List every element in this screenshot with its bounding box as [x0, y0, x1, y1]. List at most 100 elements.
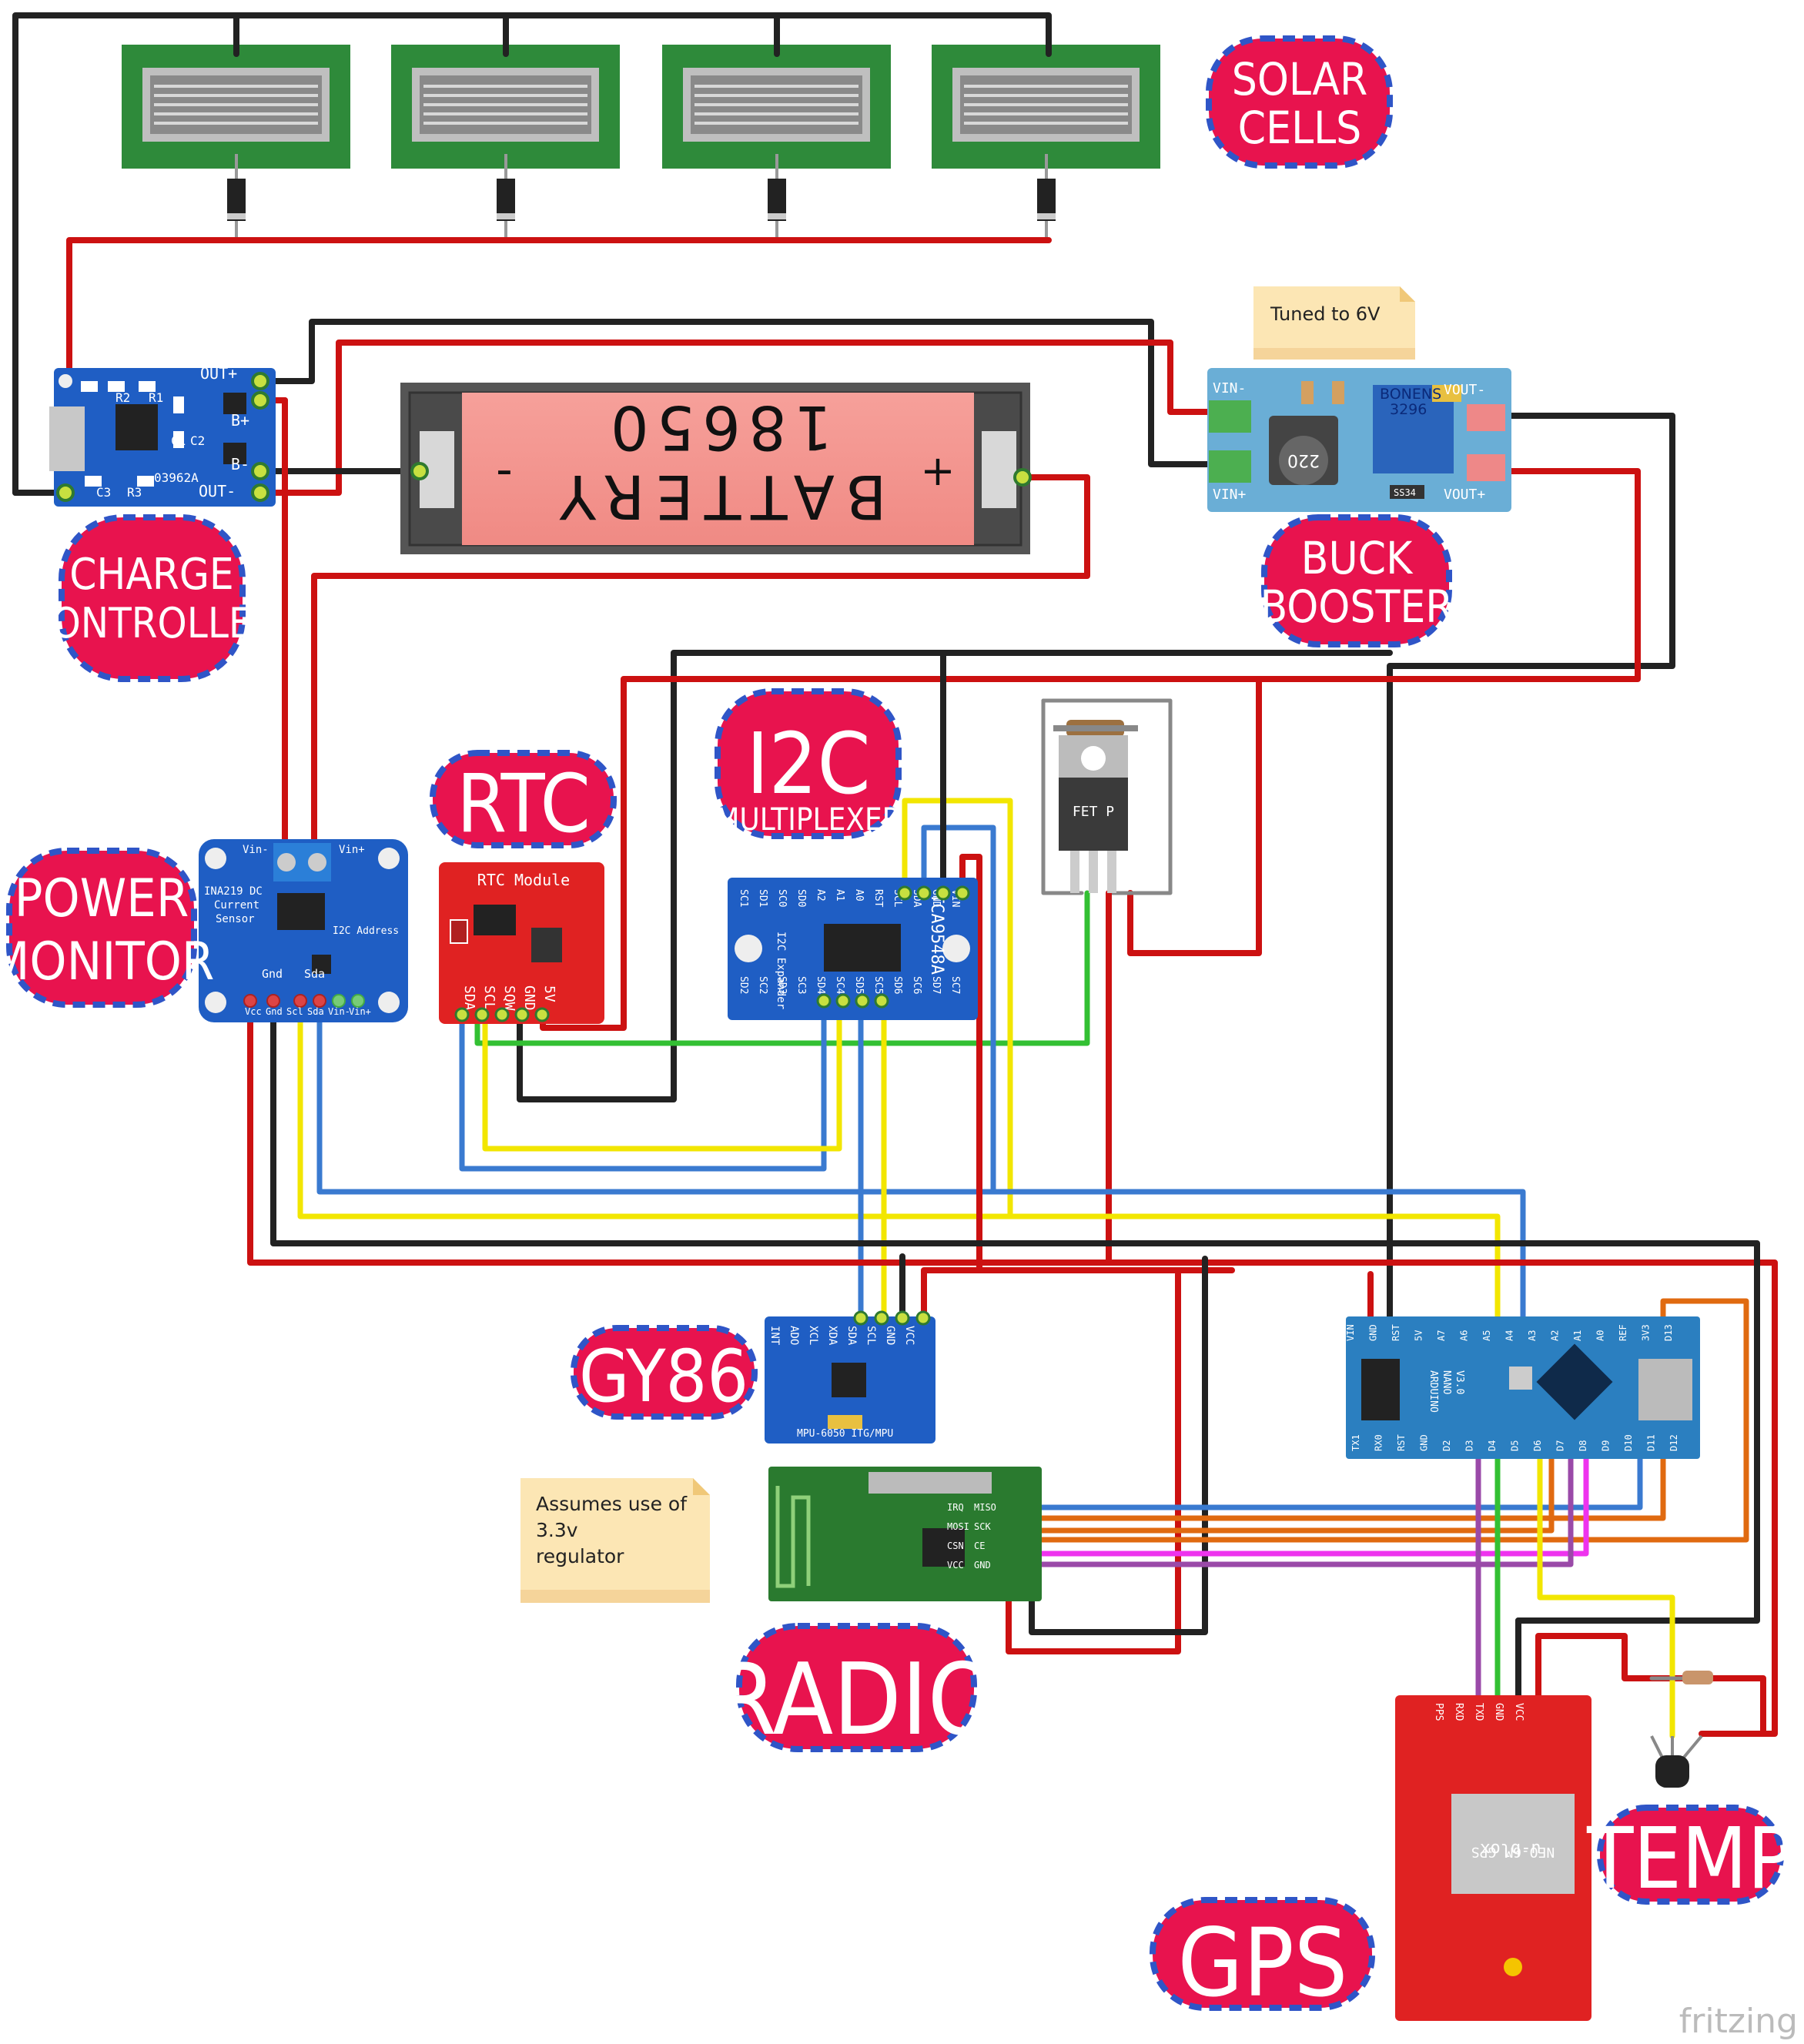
buck-inductor: 220 — [1287, 450, 1320, 470]
nano-name-2: NANO — [1441, 1370, 1452, 1394]
radio-note-1: Assumes use of — [536, 1493, 688, 1515]
nano-top-pin-0: VIN — [1345, 1324, 1356, 1341]
gy86-label-text: GY86 — [579, 1335, 748, 1419]
rtc-pin-scl: SCL — [481, 985, 497, 1011]
solar-cell-4 — [932, 45, 1160, 169]
gy86-pin-4: SDA — [845, 1326, 858, 1346]
temp-label-text: TEMP — [1586, 1809, 1793, 1908]
wire-charge-out-black — [259, 319, 1239, 467]
fritzing-watermark: fritzing — [1679, 2002, 1798, 2041]
charge-controller-board: OUT+ B+ B- OUT- 03962A R2 R1 C1 C2 C3 R3 — [49, 364, 276, 507]
pm-bottom-pin-1: Gnd — [266, 1006, 283, 1017]
buck-booster-label: BUCK BOOSTER — [1260, 514, 1454, 647]
temp-sensor — [1650, 1671, 1713, 1788]
wire-buck-vout-black — [1387, 413, 1675, 1335]
mux-bottom-pad-1 — [835, 993, 851, 1009]
charge-ref-r3: R3 — [127, 485, 142, 500]
gy86-pin-7: VCC — [903, 1326, 915, 1345]
pm-title-2: Current — [214, 899, 259, 912]
wire-radio-magenta — [1029, 1452, 1589, 1557]
pm-vin-minus: Vin- — [243, 844, 269, 856]
fet-label: FET P — [1073, 804, 1114, 820]
wire-gps-red — [1535, 1633, 1689, 1728]
nano-bottom-pin-1: RX0 — [1374, 1434, 1384, 1451]
nano-bottom-pin-8: D6 — [1532, 1440, 1543, 1451]
charge-ref-r2: R2 — [115, 390, 130, 405]
charge-chip-label: 03962A — [154, 470, 199, 485]
gps-pin-4: VCC — [1513, 1703, 1525, 1721]
buck-pot: 3296 — [1390, 401, 1427, 418]
buck-vout-minus: VOUT- — [1444, 382, 1485, 398]
labels: SOLAR CELLS CHARGE CONTROLLER BUCK BOOST… — [0, 35, 1793, 2018]
rtc-pin-5v: 5V — [541, 985, 557, 1002]
nano-top-pin-5: A6 — [1459, 1330, 1470, 1341]
mux-top-pin-4: A2 — [815, 889, 826, 902]
mux-top-pin-3: SD0 — [795, 889, 807, 907]
nano-bottom-pin-12: D10 — [1623, 1434, 1634, 1451]
nano-top-pin-8: A3 — [1527, 1330, 1538, 1341]
nano-bottom-pin-3: GND — [1419, 1434, 1430, 1451]
mux-bottom-pin-9: SC6 — [911, 976, 922, 994]
mux-bottom-pin-0: SD2 — [738, 976, 749, 994]
power-monitor-label: POWER MONITOR — [0, 848, 214, 1008]
radio-pin-left-0: IRQ — [947, 1502, 964, 1513]
pm-bottom-pin-5: Vin+ — [349, 1006, 371, 1017]
radio-pin-right-0: MISO — [974, 1502, 996, 1513]
radio-pin-left-1: MOSI — [947, 1521, 969, 1532]
i2c-label: I2C MULTIPLEXER — [715, 688, 902, 839]
gps-pin-0: PPS — [1433, 1703, 1444, 1721]
mux-top-pin-1: SD1 — [757, 889, 768, 907]
buck-booster-board: VIN- VIN+ VOUT- VOUT+ BONENS 3296 220 SS… — [1207, 368, 1511, 512]
rtc-pin-sqw: SQW — [501, 985, 517, 1011]
charge-pin-bplus: B+ — [231, 411, 249, 430]
charge-ref-c1: C1 — [171, 433, 186, 448]
gy86-pad-1 — [874, 1310, 889, 1326]
mux-top-pin-0: SC1 — [738, 889, 749, 907]
radio-note-3: regulator — [536, 1545, 624, 1567]
battery-minus: - — [496, 443, 513, 497]
mux-bottom-pin-10: SD7 — [930, 976, 942, 994]
rtc-pin-sda: SDA — [461, 985, 477, 1011]
charge-ref-c3: C3 — [96, 485, 111, 500]
pm-title-1: INA219 DC — [204, 885, 263, 898]
charge-ref-r1: R1 — [149, 390, 163, 405]
mux-bottom-pad-2 — [855, 993, 870, 1009]
gy86-pad-0 — [853, 1310, 869, 1326]
diodes — [235, 154, 1048, 240]
mux-top-pin-6: A0 — [853, 889, 865, 902]
pm-bottom-pin-0: Vcc — [245, 1006, 262, 1017]
wire-mux-yellow — [297, 798, 1013, 1219]
mux-bottom-pin-5: SC4 — [834, 976, 845, 995]
mux-top-pin-2: SC0 — [776, 889, 788, 907]
nano-bottom-pin-10: D8 — [1578, 1440, 1588, 1451]
mux-top-pad-2 — [935, 885, 951, 901]
nano-bottom-pin-5: D3 — [1464, 1440, 1475, 1451]
nano-top-pin-7: A4 — [1504, 1330, 1515, 1341]
charge-ref-c2: C2 — [190, 433, 205, 448]
wire-temp-yellow — [1537, 1452, 1675, 1739]
radio-pin-left-3: VCC — [947, 1560, 964, 1571]
pm-vin-plus: Vin+ — [339, 844, 365, 856]
mux-bottom-pin-8: SD6 — [892, 976, 903, 994]
gy86-pad-2 — [895, 1310, 910, 1326]
buck-vin-minus: VIN- — [1213, 380, 1246, 396]
mux-top-pad-1 — [916, 885, 932, 901]
gps-module: u-blox — [1480, 1839, 1541, 1858]
charge-pin-outplus: OUT+ — [200, 364, 237, 383]
mux-bottom-pin-3: SC3 — [795, 976, 807, 994]
nano-top-pin-11: A0 — [1595, 1330, 1606, 1341]
gps-pin-1: RXD — [1453, 1703, 1464, 1721]
charge-controller-label: CHARGE CONTROLLER — [25, 514, 278, 682]
radio-label-text: RADIO — [715, 1643, 998, 1758]
gps-label-text: GPS — [1178, 1909, 1348, 2018]
pm-bottom-pin-4: Vin- — [328, 1006, 350, 1017]
wire-mux-blue — [316, 825, 996, 1195]
nano-bottom-pin-4: D2 — [1441, 1440, 1452, 1451]
gy86-pin-3: XDA — [826, 1326, 838, 1346]
gps-pin-2: TXD — [1473, 1703, 1484, 1721]
i2c-label-1: I2C — [746, 714, 870, 813]
buck-vin-plus: VIN+ — [1213, 487, 1247, 503]
nano-name-1: ARDUINO — [1427, 1370, 1439, 1413]
solar-cell-2 — [391, 45, 620, 169]
